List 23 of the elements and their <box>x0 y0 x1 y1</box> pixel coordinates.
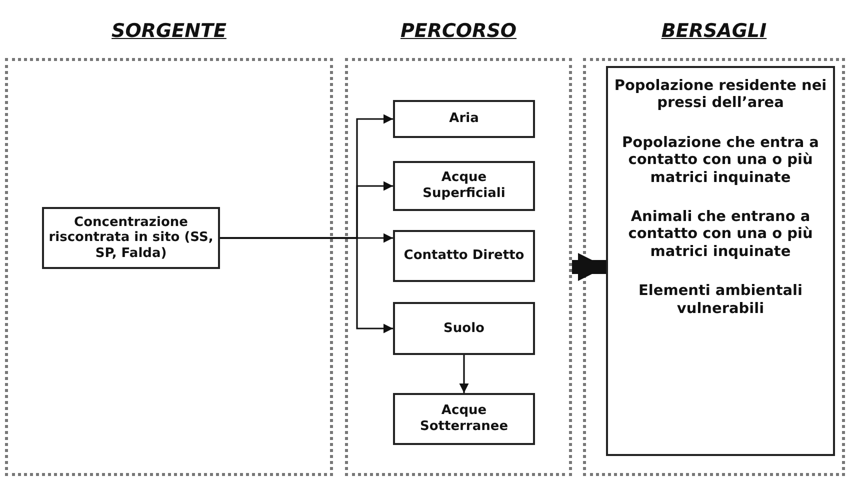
process-box <box>393 230 535 282</box>
thick-arrow <box>572 253 606 281</box>
column-heading: SORGENTE <box>112 22 226 41</box>
process-box <box>393 302 535 355</box>
process-box <box>393 161 535 211</box>
column-heading: BERSAGLI <box>661 22 767 41</box>
box-text: Animali che entrano a contatto con una o più matrici inquinate <box>627 208 814 262</box>
target-list-box <box>606 66 835 456</box>
process-box <box>42 207 220 269</box>
column-heading: PERCORSO <box>400 22 517 41</box>
box-text: Acque Superficiali <box>422 170 506 202</box>
box-text: Popolazione residente nei pressi dell’area <box>613 78 828 113</box>
box-text: Popolazione che entra a contatto con una o più matrici inquinate <box>621 134 820 187</box>
box-text: Acque Sotterranee <box>418 403 510 435</box>
box-text: Aria <box>448 111 480 127</box>
box-text: Contatto Diretto <box>402 248 526 264</box>
process-box <box>393 393 535 445</box>
box-text: Suolo <box>442 320 486 336</box>
arrow <box>220 237 393 334</box>
box-text: Elementi ambientali vulnerabili <box>638 283 804 318</box>
process-box <box>393 100 535 138</box>
box-text: Concentrazione riscontrata in sito (SS, SP, Falda) <box>48 214 214 262</box>
arrow <box>459 355 469 393</box>
